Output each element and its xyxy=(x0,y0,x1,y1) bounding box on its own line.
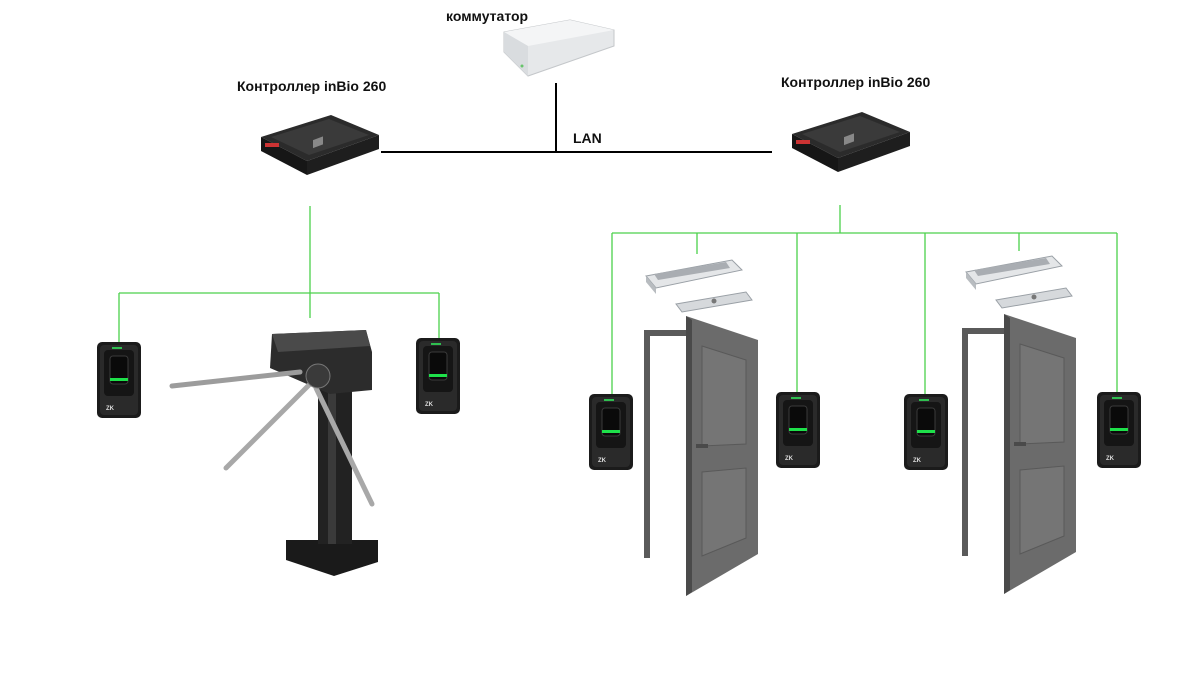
fingerprint-reader-icon xyxy=(1096,391,1142,469)
lan-wiring xyxy=(381,83,772,153)
controller-right-label: Контроллер inBio 260 xyxy=(781,74,931,90)
door-icon xyxy=(961,313,1077,595)
controller-left-icon xyxy=(261,115,379,175)
fingerprint-reader-icon xyxy=(96,341,142,419)
fingerprint-reader-icon xyxy=(775,391,821,469)
electromagnetic-lock-icon xyxy=(965,255,1073,309)
switch-label: коммутатор xyxy=(446,8,529,24)
door-icon xyxy=(643,315,759,597)
lan-label: LAN xyxy=(573,130,602,146)
network-switch-icon xyxy=(503,19,615,77)
fingerprint-reader-icon xyxy=(588,393,634,471)
device-wiring xyxy=(118,205,1118,396)
controller-right-icon xyxy=(792,112,910,172)
fingerprint-reader-icon xyxy=(415,337,461,415)
controller-left-label: Контроллер inBio 260 xyxy=(237,78,387,94)
fingerprint-reader-icon xyxy=(903,393,949,471)
electromagnetic-lock-icon xyxy=(645,259,753,313)
tripod-turnstile-icon xyxy=(169,330,378,576)
